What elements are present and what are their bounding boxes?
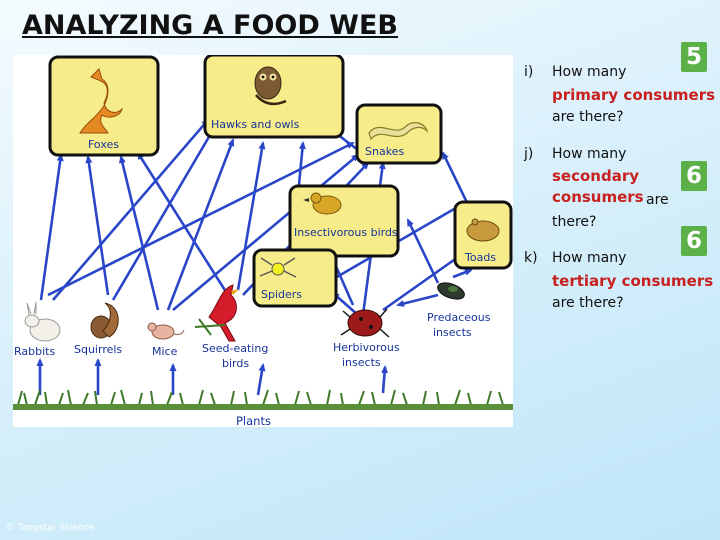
rabbits: Rabbits	[14, 301, 61, 358]
arrow-seed-eating-hawks	[236, 141, 266, 291]
mice-label: Mice	[152, 345, 178, 358]
food-web-diagram: Foxes Hawks and owls Snakes Insectivorou…	[13, 55, 513, 427]
answer-k-badge: 6	[681, 226, 707, 256]
question-j-prefix: How many	[552, 146, 627, 162]
herbivorous-line1: Herbivorous	[333, 341, 400, 354]
foxes-label: Foxes	[88, 138, 119, 151]
predaceous-line1: Predaceous	[427, 311, 491, 324]
predaceous-line2: insects	[433, 326, 472, 339]
question-i-highlight: primary consumers	[552, 86, 716, 104]
herbivorous-line2: insects	[342, 356, 381, 369]
arrow-predaceous-insectivorous	[406, 218, 440, 284]
page-title: ANALYZING A FOOD WEB	[22, 10, 398, 41]
toads-label: Toads	[464, 251, 496, 264]
arrow-mice-foxes	[119, 155, 160, 311]
question-k-suffix: are there?	[552, 295, 624, 311]
herbivorous-insects: Herbivorous insects	[333, 308, 400, 369]
food-web-svg: Foxes Hawks and owls Snakes Insectivorou…	[13, 55, 513, 427]
rabbits-label: Rabbits	[14, 345, 55, 358]
answer-j-badge: 6	[681, 161, 707, 191]
arrow-mice-snakes	[172, 153, 360, 311]
question-k-highlight: tertiary consumers	[552, 272, 714, 290]
arrow-squirrels-hawks	[111, 128, 215, 301]
copyright-text: © Tangstar Science	[6, 523, 94, 533]
question-j-suffix-2: there?	[552, 214, 597, 230]
arrow-mice-hawks	[166, 138, 235, 311]
arrow-seed-eating-foxes	[136, 151, 230, 296]
arrow-squirrels-foxes	[85, 155, 110, 296]
arrow-herbivorous-toads	[382, 253, 463, 312]
seed-eating-birds: Seed-eating birds	[194, 284, 268, 370]
question-i-suffix: are there?	[552, 109, 624, 125]
arrow-rabbits-foxes	[39, 153, 64, 301]
insectivorous-label: Insectivorous birds	[294, 226, 398, 239]
seed-eating-line1: Seed-eating	[202, 342, 268, 355]
answer-i-badge: 5	[681, 42, 707, 72]
card-hawks-owls: Hawks and owls	[203, 55, 345, 139]
arrow-rabbits-snakes	[47, 141, 355, 297]
arrow-predaceous-toads	[452, 268, 473, 279]
spiders-label: Spiders	[261, 288, 302, 301]
question-j-suffix-1: are	[646, 192, 669, 208]
arrow-plants-seed-eating	[256, 363, 266, 396]
arrow-rabbits-hawks	[52, 118, 210, 301]
snakes-label: Snakes	[365, 145, 404, 158]
predaceous-insects: Predaceous insects	[427, 282, 491, 339]
plants: Plants	[13, 389, 513, 427]
card-foxes: Foxes	[48, 55, 160, 157]
question-j-label: j)	[524, 146, 534, 162]
card-insectivorous-birds: Insectivorous birds	[288, 184, 400, 258]
card-spiders: Spiders	[252, 248, 338, 308]
hawks-owls-label: Hawks and owls	[211, 118, 300, 131]
question-k-prefix: How many	[552, 250, 627, 266]
squirrels: Squirrels	[74, 302, 122, 356]
mice: Mice	[147, 322, 185, 358]
card-snakes: Snakes	[355, 103, 443, 165]
question-i-prefix: How many	[552, 64, 627, 80]
seed-eating-line2: birds	[222, 357, 249, 370]
squirrels-label: Squirrels	[74, 343, 122, 356]
question-i-label: i)	[524, 64, 534, 80]
card-toads: Toads	[453, 200, 513, 270]
plants-label: Plants	[236, 414, 271, 427]
question-k-label: k)	[524, 250, 538, 266]
arrow-plants-herbivorous	[381, 365, 389, 394]
arrow-herbivorous-predaceous	[396, 293, 439, 307]
question-j-highlight: secondary consumers	[552, 167, 644, 206]
